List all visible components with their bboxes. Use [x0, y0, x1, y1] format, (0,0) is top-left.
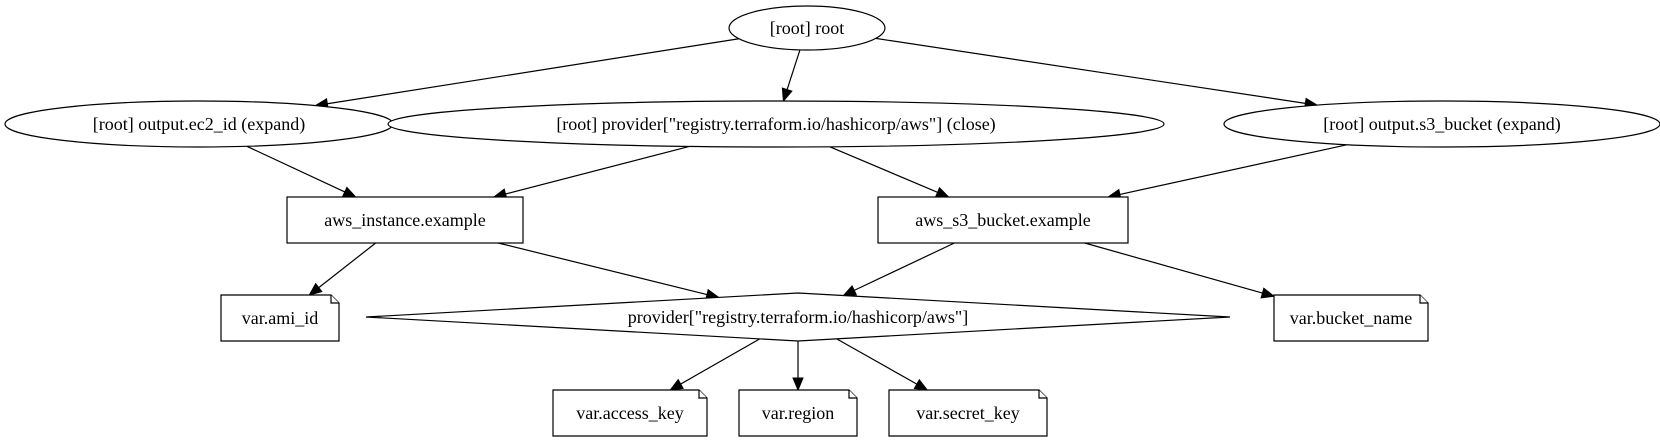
arrowhead: [781, 87, 793, 103]
node-output-s3-bucket: [root] output.s3_bucket (expand): [1223, 100, 1660, 148]
edge-output-ec2-id-to-aws-instance: [246, 145, 357, 198]
arrowhead: [341, 186, 357, 198]
node-shape: [286, 196, 524, 244]
node-shape: [1223, 100, 1660, 148]
arrowhead: [934, 186, 950, 198]
node-var-access-key: var.access_key: [552, 389, 708, 437]
node-label: [root] output.ec2_id (expand): [93, 114, 305, 135]
node-root: [root] root: [728, 5, 886, 51]
node-shape: [387, 100, 1165, 148]
edge-provider-to-var-secret-key: [836, 338, 929, 391]
node-aws-instance: aws_instance.example: [286, 196, 524, 244]
node-label: var.ami_id: [242, 308, 318, 328]
node-shape: [728, 5, 886, 51]
node-shape: [365, 292, 1231, 342]
node-label: aws_s3_bucket.example: [915, 210, 1090, 230]
edge-aws-instance-to-var-ami-id: [308, 242, 377, 296]
node-shape: [877, 196, 1129, 244]
edge-root-to-output-ec2-id: [314, 38, 740, 110]
arrowhead: [308, 282, 323, 296]
node-var-secret-key: var.secret_key: [888, 389, 1048, 437]
arrowhead: [1260, 287, 1276, 299]
arrowhead: [913, 378, 929, 391]
node-label: [root] root: [770, 18, 844, 38]
node-label: [root] output.s3_bucket (expand): [1323, 114, 1560, 135]
node-label: aws_instance.example: [324, 210, 485, 230]
edge-aws-instance-to-provider: [498, 242, 720, 300]
node-label: var.region: [762, 403, 834, 423]
edge-provider-close-to-aws-instance: [492, 145, 690, 200]
arrowhead: [792, 377, 804, 392]
edge-provider-close-to-aws-s3-bucket: [829, 146, 950, 198]
arrowhead: [669, 378, 684, 391]
node-output-ec2-id: [root] output.ec2_id (expand): [4, 100, 394, 148]
node-aws-s3-bucket: aws_s3_bucket.example: [877, 196, 1129, 244]
edge-aws-s3-bucket-to-var-bucket-name: [1084, 242, 1276, 299]
edge-root-to-provider-close: [781, 49, 801, 103]
nodes-layer: [root] root [root] output.ec2_id (expand)…: [4, 5, 1660, 437]
node-label: var.bucket_name: [1290, 308, 1412, 328]
edges-layer: [246, 37, 1348, 392]
edge-aws-s3-bucket-to-provider: [842, 242, 955, 297]
node-var-ami-id: var.ami_id: [220, 294, 340, 342]
node-var-region: var.region: [738, 389, 858, 437]
edge-output-s3-bucket-to-aws-s3-bucket: [1106, 144, 1348, 200]
node-provider: provider["registry.terraform.io/hashicor…: [365, 292, 1231, 342]
node-label: provider["registry.terraform.io/hashicor…: [628, 307, 968, 327]
arrowhead: [842, 284, 858, 297]
edge-root-to-output-s3-bucket: [875, 37, 1319, 109]
node-var-bucket-name: var.bucket_name: [1273, 294, 1429, 342]
edge-provider-to-var-region: [792, 341, 804, 392]
node-label: var.access_key: [576, 403, 683, 423]
node-label: [root] provider["registry.terraform.io/h…: [556, 114, 995, 135]
node-label: var.secret_key: [916, 403, 1019, 423]
edge-provider-to-var-access-key: [669, 338, 761, 391]
node-provider-close: [root] provider["registry.terraform.io/h…: [387, 100, 1165, 148]
